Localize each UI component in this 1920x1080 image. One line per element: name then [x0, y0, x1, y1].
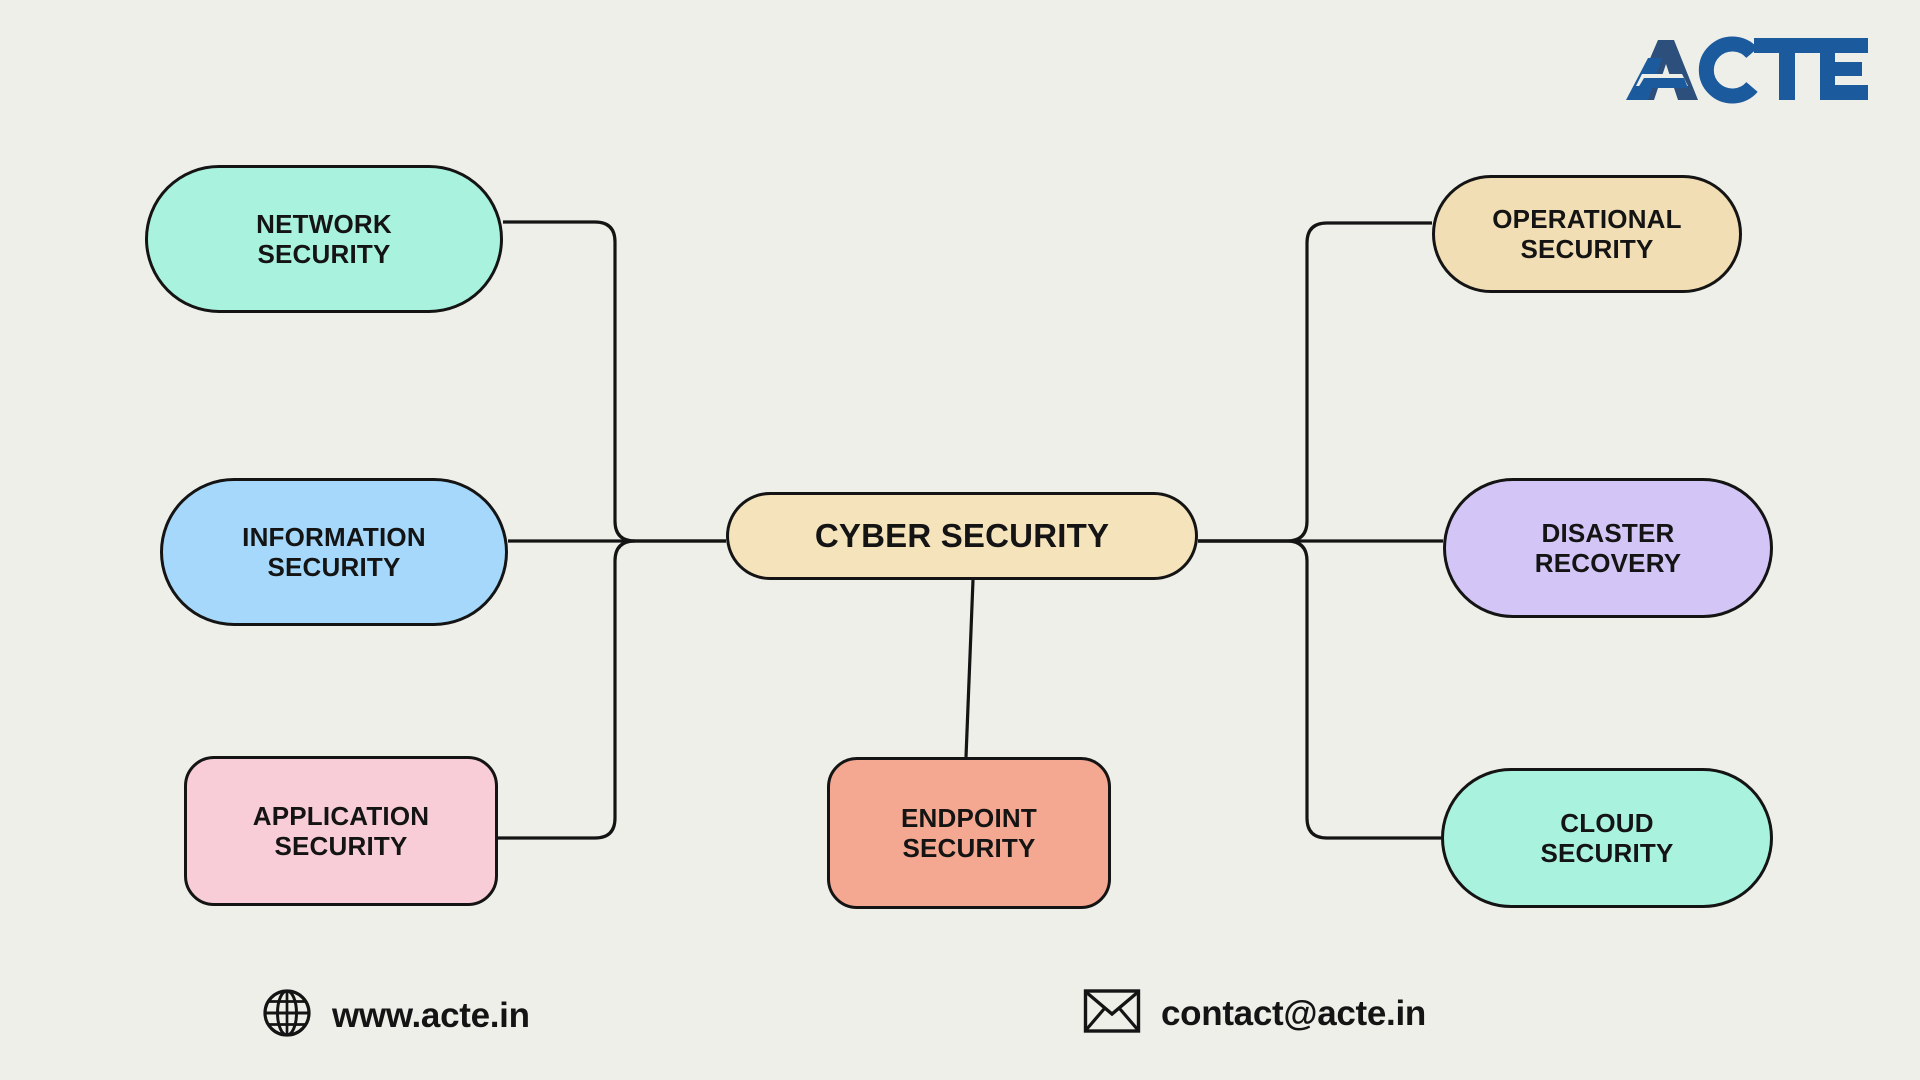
- envelope-icon: [1083, 988, 1141, 1039]
- node-network-security[interactable]: NETWORK SECURITY: [145, 165, 503, 313]
- edge-network-to-root: [503, 220, 726, 543]
- footer-website[interactable]: www.acte.in: [262, 988, 530, 1043]
- edge-root-to-endpoint: [964, 579, 975, 758]
- node-disaster-recovery-label: DISASTER RECOVERY: [1534, 517, 1682, 578]
- node-application-security[interactable]: APPLICATION SECURITY: [184, 756, 498, 906]
- node-disaster-recovery[interactable]: DISASTER RECOVERY: [1443, 478, 1773, 618]
- node-operational-security[interactable]: OPERATIONAL SECURITY: [1432, 175, 1742, 293]
- node-operational-security-label: OPERATIONAL SECURITY: [1492, 203, 1682, 264]
- node-cyber-security-root[interactable]: CYBER SECURITY: [726, 492, 1198, 580]
- edge-application-to-root: [498, 539, 636, 840]
- edge-root-to-operational: [1198, 221, 1432, 543]
- acte-logo: [1602, 18, 1872, 110]
- footer-email[interactable]: contact@acte.in: [1083, 988, 1426, 1039]
- node-network-security-label: NETWORK SECURITY: [256, 208, 392, 269]
- node-application-security-label: APPLICATION SECURITY: [252, 800, 430, 861]
- node-cloud-security[interactable]: CLOUD SECURITY: [1441, 768, 1773, 908]
- node-information-security[interactable]: INFORMATION SECURITY: [160, 478, 508, 626]
- node-cyber-security-root-label: CYBER SECURITY: [814, 516, 1110, 554]
- edge-root-to-cloud: [1198, 539, 1441, 840]
- node-endpoint-security[interactable]: ENDPOINT SECURITY: [827, 757, 1111, 909]
- globe-icon: [262, 988, 312, 1043]
- node-information-security-label: INFORMATION SECURITY: [242, 521, 426, 582]
- node-cloud-security-label: CLOUD SECURITY: [1540, 807, 1674, 868]
- node-endpoint-security-label: ENDPOINT SECURITY: [901, 802, 1037, 863]
- footer-website-text: www.acte.in: [332, 995, 530, 1035]
- footer-email-text: contact@acte.in: [1161, 993, 1426, 1033]
